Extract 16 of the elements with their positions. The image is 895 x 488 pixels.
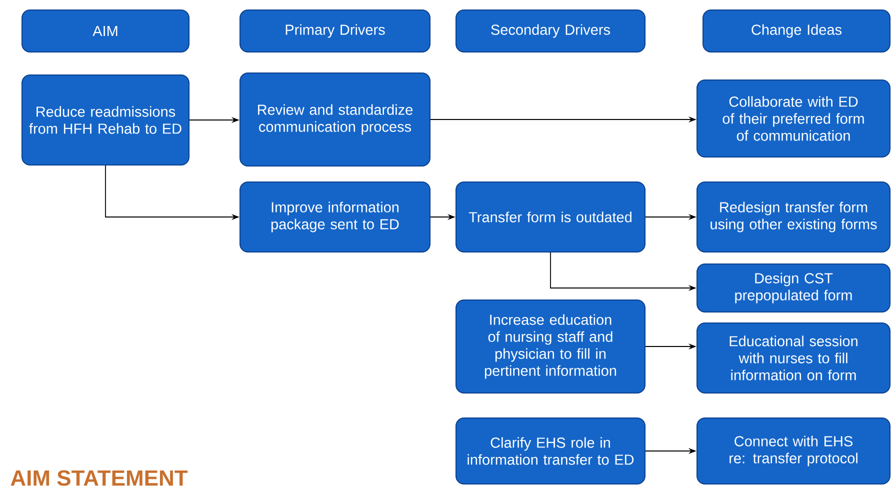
section-heading: AIM STATEMENT xyxy=(10,470,188,486)
process-box: Clarify EHS role in information transfer to ED xyxy=(456,418,646,484)
process-box: Redesign transfer form using other existing forms xyxy=(696,182,890,252)
process-box: Transfer form is outdated xyxy=(456,182,646,252)
header-box: Primary Drivers xyxy=(240,10,430,52)
process-box: Connect with EHS re: transfer protocol xyxy=(696,418,890,484)
process-box: Review and standardize communication process xyxy=(240,72,430,166)
process-box: Educational session with nurses to fill information on form xyxy=(696,322,890,394)
header-box: AIM xyxy=(22,10,190,52)
process-box: Reduce readmissions from HFH Rehab to ED xyxy=(22,74,190,166)
process-box: Increase education of nursing staff and physician to fill in pertinent information xyxy=(456,300,646,394)
header-box: Secondary Drivers xyxy=(456,10,646,52)
process-box: Improve information package sent to ED xyxy=(240,182,430,252)
header-box: Change Ideas xyxy=(702,10,890,52)
process-box: Collaborate with ED of their preferred form of communication xyxy=(696,80,890,158)
process-box: Design CST prepopulated form xyxy=(696,264,890,312)
